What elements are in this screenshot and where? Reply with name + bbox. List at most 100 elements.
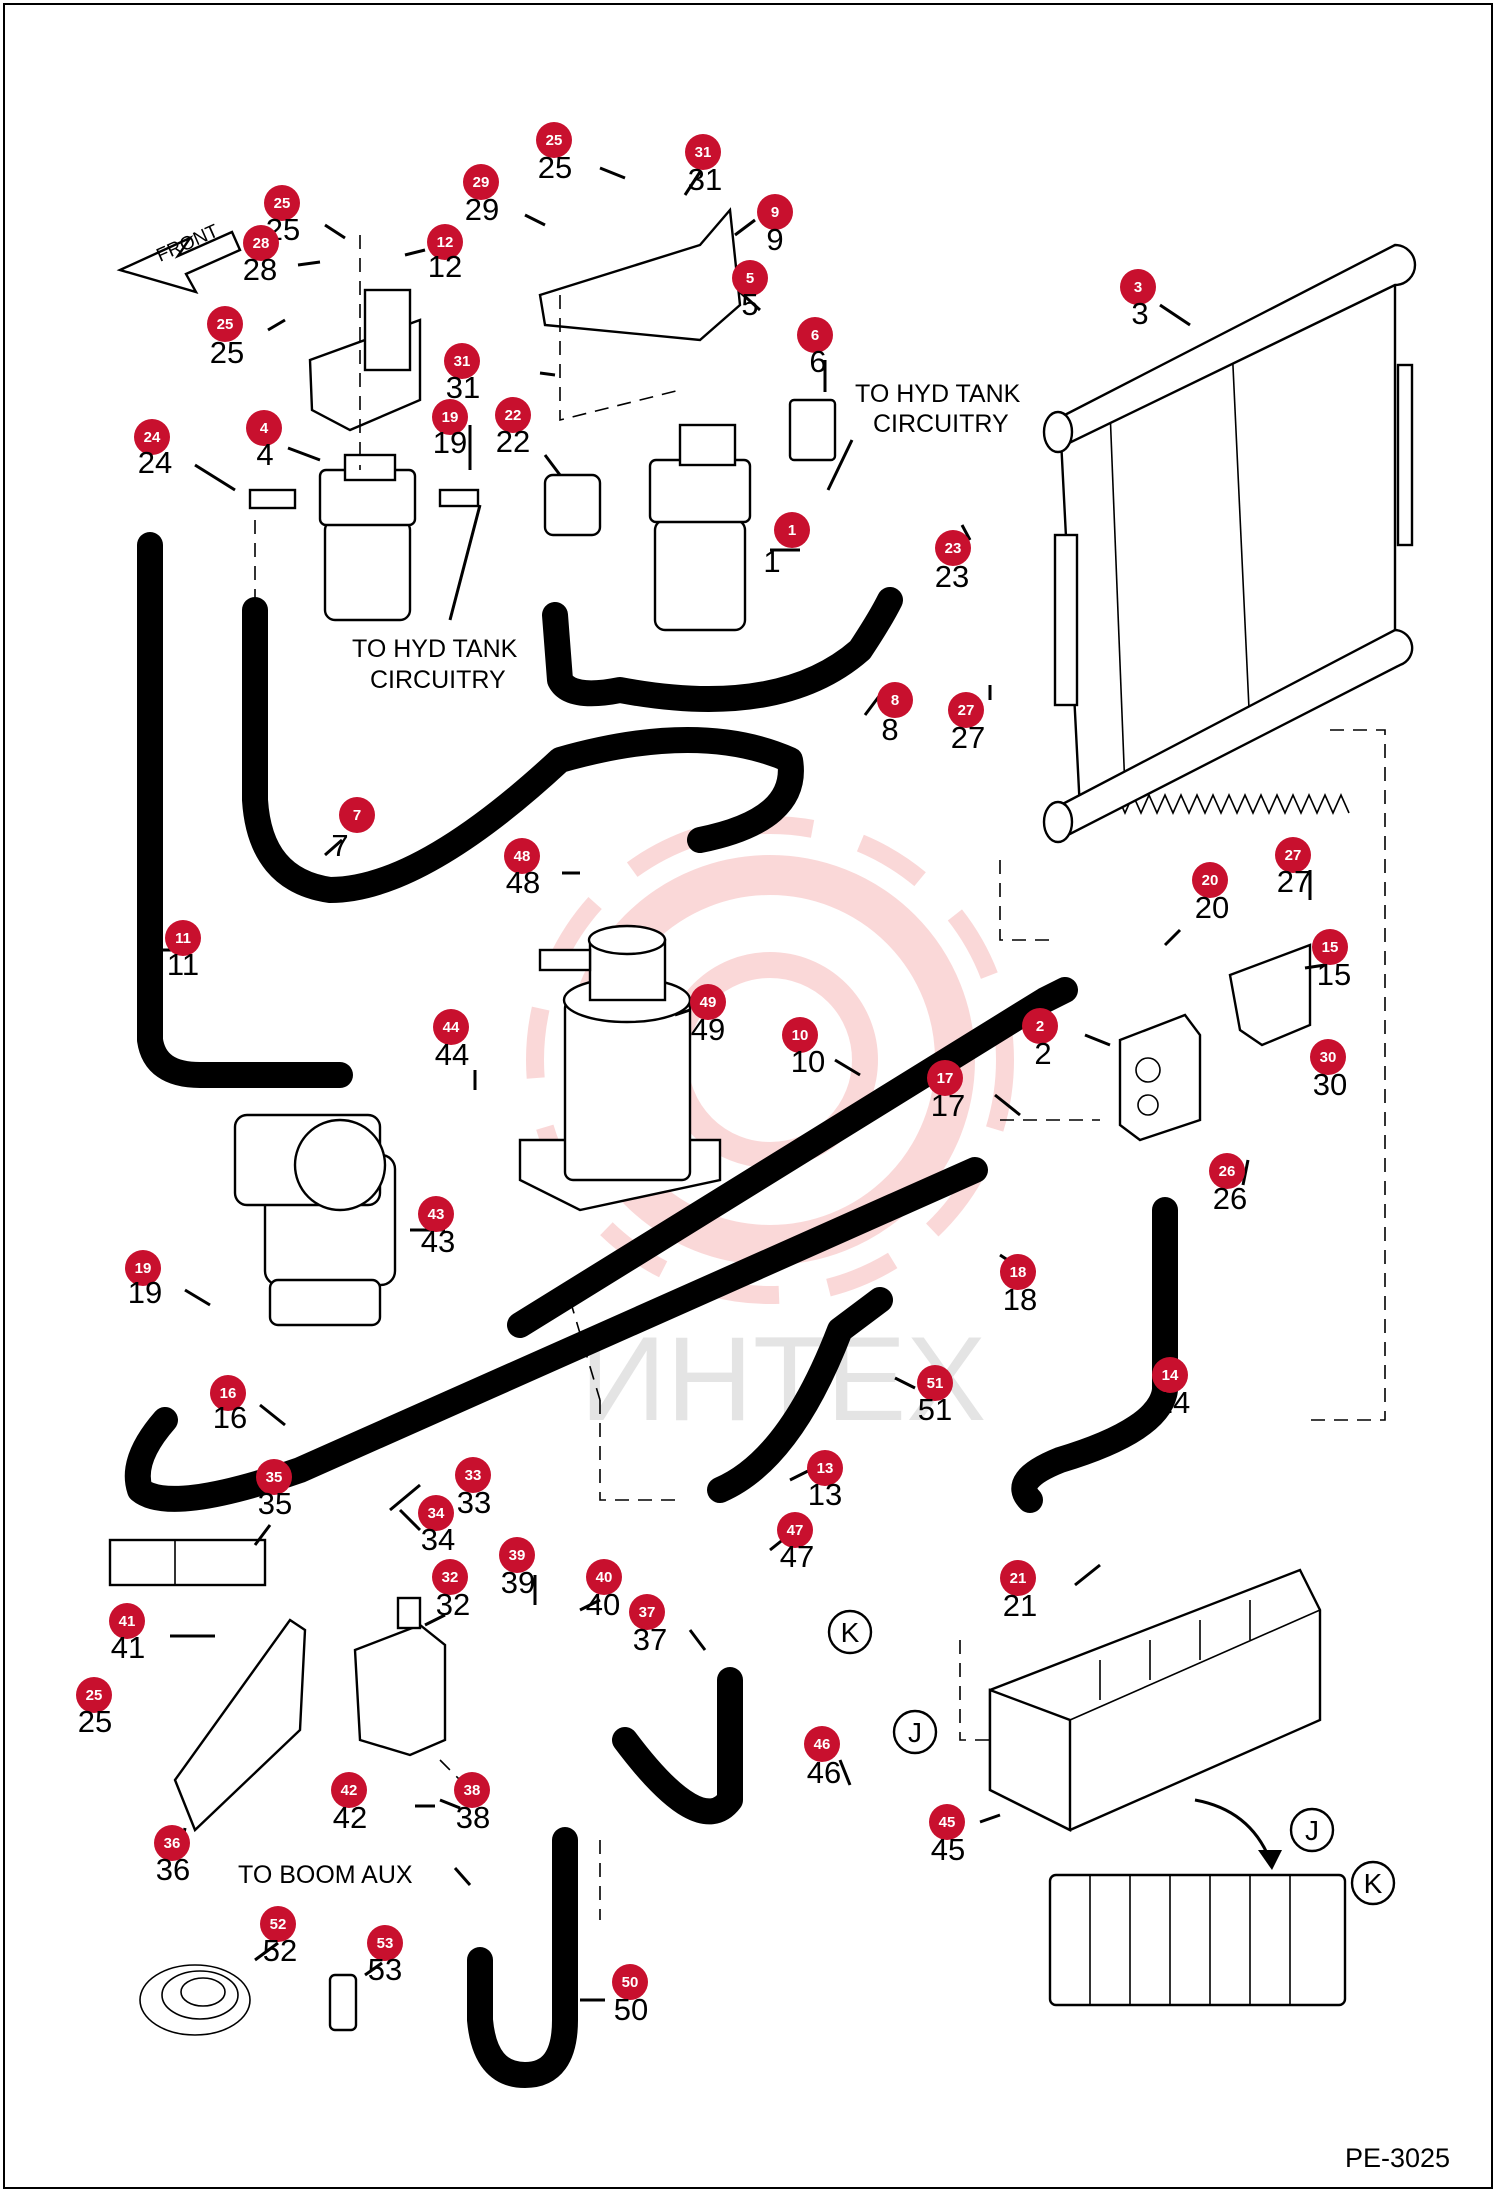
callout-badge: [76, 1677, 112, 1713]
callout-badge: [134, 419, 170, 455]
callout-number: 38: [456, 1800, 490, 1835]
to-hyd-tank-top-line1: TO HYD TANK: [855, 380, 1021, 408]
callout-number: 12: [428, 249, 462, 284]
svg-text:J: J: [1305, 1815, 1319, 1846]
callout-number: 27: [1277, 864, 1311, 899]
callout-badge-number: 45: [939, 1814, 956, 1831]
callout-number: 1: [763, 544, 780, 579]
hose-13: [707, 1287, 893, 1503]
callout-badge: [1022, 1008, 1058, 1044]
callout-badge: [256, 1459, 292, 1495]
callout-number: 2: [1034, 1036, 1051, 1071]
callout-9: 99: [757, 194, 793, 257]
callout-badge-number: 24: [144, 429, 161, 446]
hose-11: [137, 532, 353, 1088]
callout-badge: [757, 194, 793, 230]
callout-badge: [1312, 929, 1348, 965]
callout-badge: [165, 920, 201, 956]
callout-3: 33: [1120, 269, 1156, 331]
callout-badge-number: 25: [86, 1687, 103, 1704]
callout-number: 15: [1317, 957, 1351, 992]
callout-badge-number: 4: [260, 420, 269, 437]
callout-number: 4: [256, 437, 273, 472]
svg-text:J: J: [908, 1717, 922, 1748]
port-tag-j-1: J: [892, 1709, 938, 1755]
callout-number: 45: [931, 1832, 965, 1867]
callout-5: 55: [732, 260, 768, 322]
callout-badge-number: 32: [442, 1569, 459, 1586]
callout-badge: [629, 1594, 665, 1630]
leader-lines: [163, 166, 1326, 2002]
filter-left: [248, 453, 480, 622]
callout-number: 25: [78, 1704, 112, 1739]
callout-number: 43: [421, 1224, 455, 1259]
callout-badge: [432, 1559, 468, 1595]
to-hyd-tank-left-line2: CIRCUITRY: [370, 666, 506, 694]
callout-badge-number: 18: [1010, 1264, 1027, 1281]
callout-badge-number: 47: [787, 1522, 804, 1539]
assembly-lines: [254, 235, 1386, 1920]
callout-number: 9: [766, 222, 783, 257]
hose-14: [1011, 1197, 1178, 1513]
callout-number: 48: [506, 865, 540, 900]
callout-badge: [690, 984, 726, 1020]
callout-badge-number: 26: [1219, 1163, 1236, 1180]
callout-number: 22: [496, 424, 530, 459]
callout-badge-number: 5: [746, 270, 754, 287]
to-boom-aux-label: TO BOOM AUX: [238, 1861, 413, 1889]
callout-badge-number: 2: [1036, 1018, 1044, 1035]
callout-number: 19: [433, 425, 467, 460]
callout-badge-number: 48: [514, 848, 531, 865]
bracket-36: [173, 1618, 307, 1833]
filter-bracket-left: [308, 288, 422, 432]
callout-badge: [807, 1450, 843, 1486]
callout-number: 20: [1195, 890, 1229, 925]
callout-number: 51: [918, 1392, 952, 1427]
callout-number: 50: [614, 1992, 648, 2027]
callout-badge-number: 52: [270, 1916, 287, 1933]
callout-number: 35: [258, 1486, 292, 1521]
callout-badge-number: 12: [437, 234, 454, 251]
callout-badge-number: 21: [1010, 1570, 1027, 1587]
callout-badge: [154, 1825, 190, 1861]
drawing-code: PE-3025: [1345, 2143, 1450, 2173]
callout-badge: [1152, 1357, 1188, 1393]
callout-badge-number: 34: [428, 1505, 445, 1522]
hose-37: [612, 1667, 743, 1825]
oil-cooler: [1042, 243, 1417, 844]
callout-badge-number: 30: [1320, 1049, 1337, 1066]
callout-badge: [797, 317, 833, 353]
callout-badge: [917, 1365, 953, 1401]
callout-number: 27: [951, 720, 985, 755]
callout-number: 34: [421, 1522, 455, 1557]
callout-badge-number: 7: [353, 807, 361, 824]
callout-badge: [685, 134, 721, 170]
filter-bracket-right: [538, 207, 742, 342]
callout-badge: [1000, 1254, 1036, 1290]
callout-number: 14: [1156, 1385, 1190, 1420]
callout-badge-number: 31: [454, 353, 471, 370]
callout-badge: [1310, 1039, 1346, 1075]
callout-number: 28: [243, 252, 277, 287]
callout-number: 26: [1213, 1181, 1247, 1216]
svg-text:K: K: [1364, 1868, 1383, 1899]
callout-badge: [331, 1772, 367, 1808]
callout-number: 8: [881, 712, 898, 747]
